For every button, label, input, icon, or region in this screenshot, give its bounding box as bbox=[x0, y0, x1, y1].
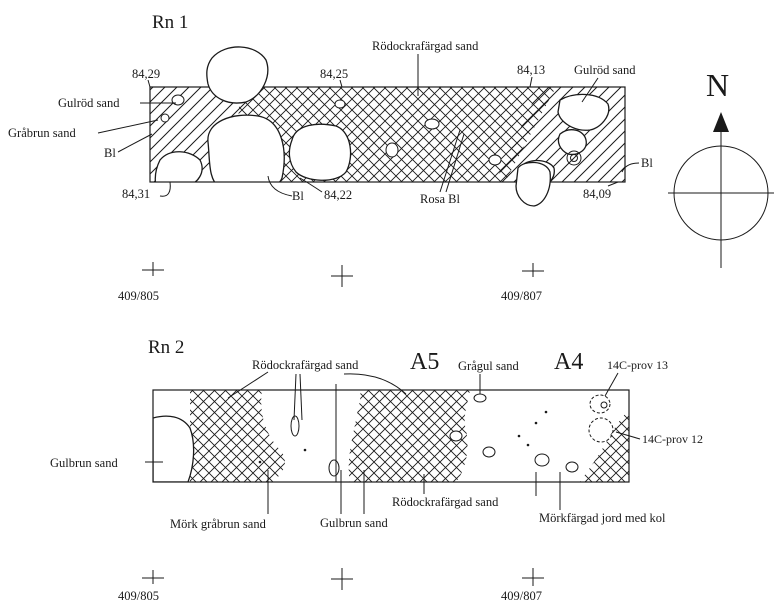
label-rosa-bl: Rosa Bl bbox=[420, 192, 460, 206]
level-tc: 84,25 bbox=[320, 67, 348, 81]
label-gulrod-left: Gulröd sand bbox=[58, 96, 120, 110]
area-a4: A4 bbox=[554, 349, 583, 375]
plan-rn1: Rn 1 bbox=[8, 12, 653, 303]
label-rodockra-rn1: Rödockrafärgad sand bbox=[372, 39, 479, 53]
plan-rn2: Rn 2 A5 A4 bbox=[50, 337, 703, 603]
plan1-title: Rn 1 bbox=[152, 12, 188, 33]
label-rodockra-top: Rödockrafärgad sand bbox=[252, 358, 359, 372]
grid-cross-rn2-left bbox=[142, 570, 164, 584]
grid-cross-rn1-left bbox=[142, 262, 164, 276]
area-a5: A5 bbox=[410, 349, 439, 375]
north-arrow-head bbox=[713, 112, 729, 132]
label-prov13: 14C-prov 13 bbox=[607, 358, 668, 372]
level-bc: 84,22 bbox=[324, 188, 352, 202]
north-arrow: N bbox=[668, 67, 774, 268]
grid-cross-rn1-right bbox=[522, 263, 544, 277]
stone-rn1-top bbox=[206, 46, 269, 104]
grid-label-rn2-left: 409/805 bbox=[118, 589, 159, 603]
label-prov12: 14C-prov 12 bbox=[642, 432, 703, 446]
label-mork-grabrun: Mörk gråbrun sand bbox=[170, 517, 267, 531]
grid-label-rn1-right: 409/807 bbox=[501, 289, 542, 303]
grid-cross-rn2-mid bbox=[331, 568, 353, 590]
trench-rn2 bbox=[153, 390, 629, 482]
label-bl-left: Bl bbox=[104, 146, 116, 160]
label-gulbrun-left: Gulbrun sand bbox=[50, 456, 118, 470]
level-br: 84,09 bbox=[583, 187, 611, 201]
level-tr: 84,13 bbox=[517, 63, 545, 77]
trench-rn1 bbox=[150, 87, 625, 182]
plan2-title: Rn 2 bbox=[148, 337, 184, 358]
grid-label-rn1-left: 409/805 bbox=[118, 289, 159, 303]
label-rodockra-bottom: Rödockrafärgad sand bbox=[392, 495, 499, 509]
label-morkfargad: Mörkfärgad jord med kol bbox=[539, 511, 666, 525]
grid-cross-rn1-mid bbox=[331, 265, 353, 287]
label-gragul: Grågul sand bbox=[458, 359, 519, 373]
label-bl-mid: Bl bbox=[292, 189, 304, 203]
level-bl: 84,31 bbox=[122, 187, 150, 201]
label-gulbrun-bottom: Gulbrun sand bbox=[320, 516, 388, 530]
label-bl-right: Bl bbox=[641, 156, 653, 170]
level-tl: 84,29 bbox=[132, 67, 160, 81]
north-letter: N bbox=[706, 67, 729, 103]
grid-cross-rn2-right bbox=[522, 568, 544, 586]
label-grabrun: Gråbrun sand bbox=[8, 126, 76, 140]
grid-label-rn2-right: 409/807 bbox=[501, 589, 542, 603]
label-gulrod-right: Gulröd sand bbox=[574, 63, 636, 77]
stone-rn1-bottom-right bbox=[515, 161, 551, 207]
